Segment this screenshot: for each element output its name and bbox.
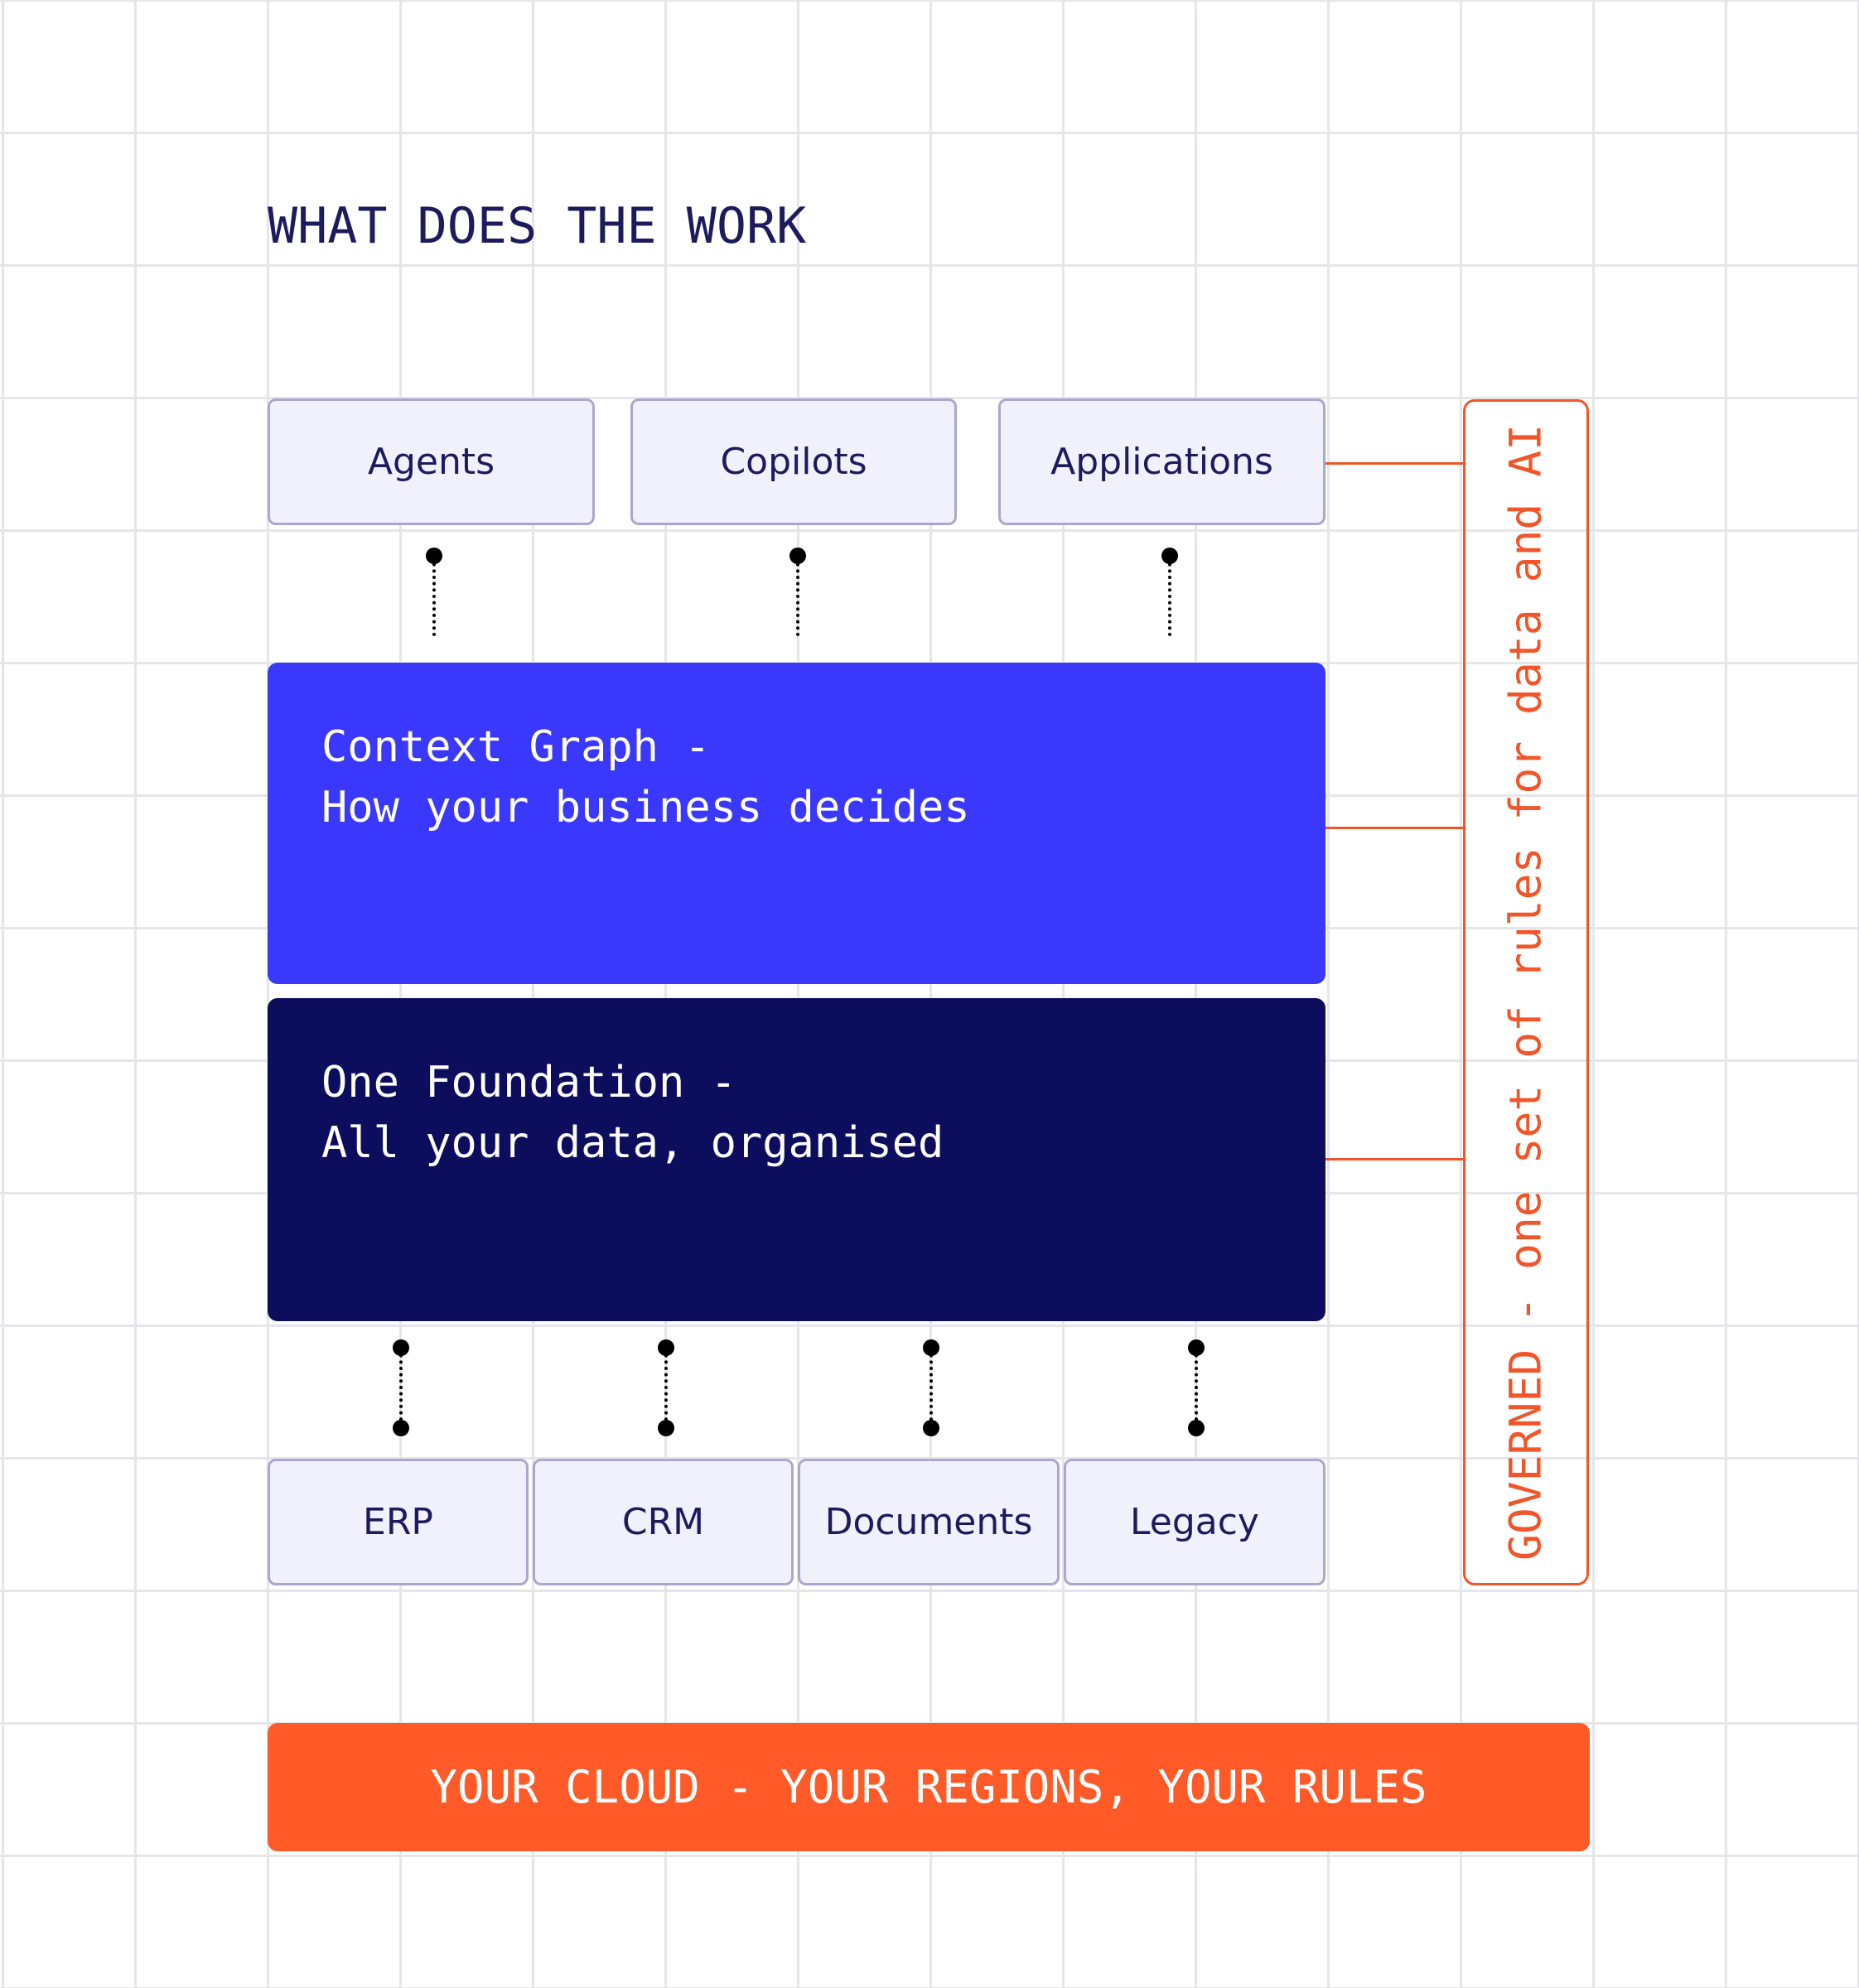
context-graph-layer: Context Graph - How your business decide…: [268, 663, 1325, 984]
connector-line: [796, 557, 799, 636]
box-legacy: Legacy: [1064, 1459, 1325, 1585]
box-copilots: Copilots: [630, 398, 957, 525]
diagram-title: WHAT DOES THE WORK: [268, 197, 807, 255]
connector-line: [1168, 557, 1171, 636]
connector-line: [399, 1348, 403, 1427]
connector-line: [1195, 1348, 1198, 1427]
box-crm: CRM: [533, 1459, 794, 1585]
connector-line: [432, 557, 436, 636]
box-erp: ERP: [268, 1459, 529, 1585]
connector-dot: [789, 548, 806, 564]
box-agents: Agents: [268, 398, 595, 525]
connector-dot: [1188, 1420, 1205, 1436]
governance-link: [1325, 1158, 1463, 1160]
connector-line: [930, 1348, 933, 1427]
context-graph-subtitle: How your business decides: [321, 783, 970, 832]
governance-label: GOVERNED - one set of rules for data and…: [1500, 423, 1552, 1561]
connector-dot: [393, 1420, 409, 1436]
connector-dot: [426, 548, 442, 564]
connector-dot: [1161, 548, 1178, 564]
governance-link: [1325, 462, 1463, 465]
connector-line: [664, 1348, 668, 1427]
governance-panel: [1463, 399, 1589, 1585]
connector-dot: [658, 1420, 674, 1436]
box-applications: Applications: [998, 398, 1325, 525]
foundation-title: One Foundation -: [321, 1058, 736, 1107]
box-documents: Documents: [798, 1459, 1060, 1585]
governance-link: [1325, 827, 1463, 829]
foundation-subtitle: All your data, organised: [321, 1118, 944, 1168]
cloud-bar: YOUR CLOUD - YOUR REGIONS, YOUR RULES: [268, 1723, 1590, 1851]
connector-dot: [923, 1420, 939, 1436]
foundation-layer: One Foundation - All your data, organise…: [268, 998, 1325, 1321]
context-graph-title: Context Graph -: [321, 722, 711, 772]
